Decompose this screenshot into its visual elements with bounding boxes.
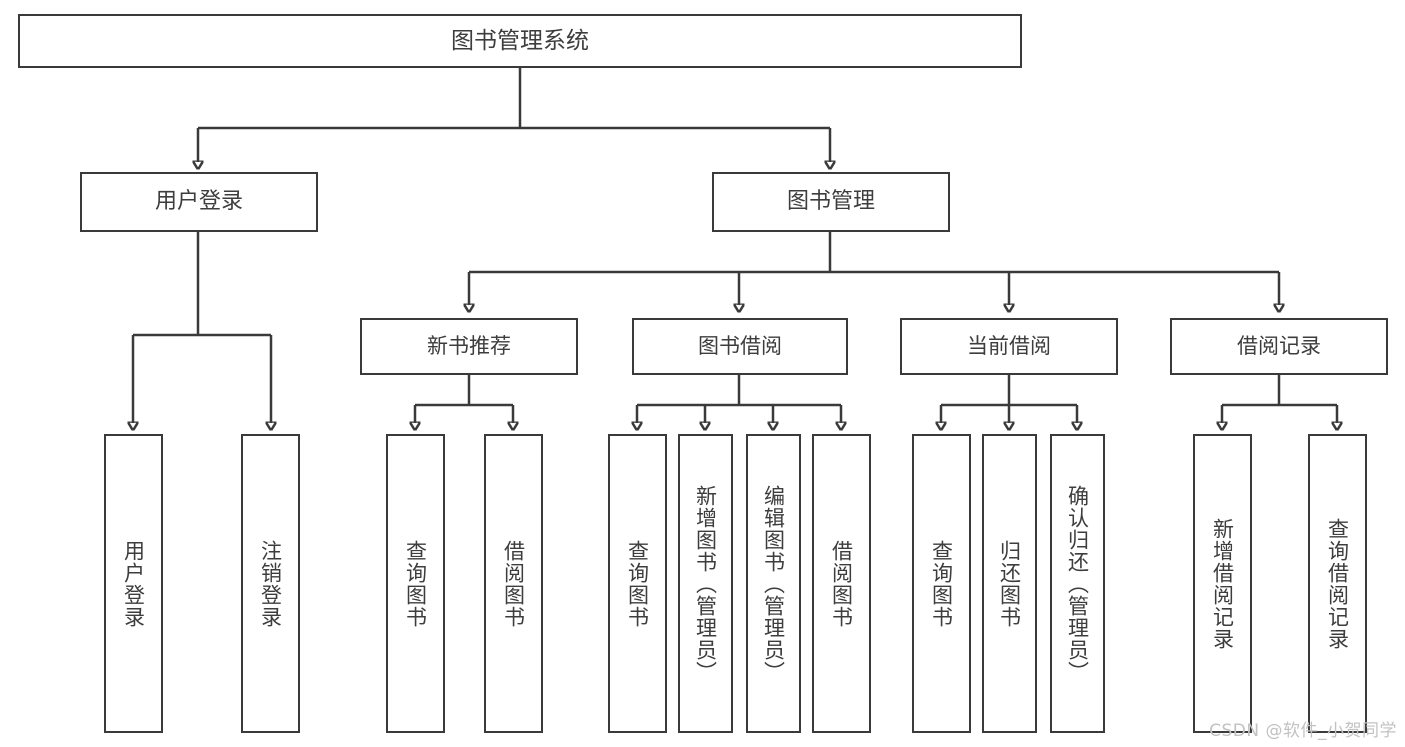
leaf-query-borrow-record[interactable]: 查询借阅记录 (1308, 434, 1367, 733)
node-label: 图书管理系统 (451, 27, 589, 54)
node-label: 查询图书 (403, 539, 428, 628)
leaf-query-book-current[interactable]: 查询图书 (912, 434, 971, 733)
leaf-user-login[interactable]: 用户登录 (104, 434, 163, 733)
node-label: 图书借阅 (698, 334, 782, 359)
node-book-management[interactable]: 图书管理 (712, 172, 950, 232)
node-label: 查询借阅记录 (1325, 517, 1350, 650)
node-new-book-recommend[interactable]: 新书推荐 (360, 318, 578, 375)
node-label: 借阅记录 (1237, 334, 1321, 359)
node-borrow-record[interactable]: 借阅记录 (1170, 318, 1388, 375)
leaf-query-book-borrow[interactable]: 查询图书 (608, 434, 667, 733)
node-label: 新增借阅记录 (1210, 517, 1235, 650)
node-label: 用户登录 (154, 189, 243, 215)
node-current-borrow[interactable]: 当前借阅 (900, 318, 1118, 375)
leaf-query-book-recommend[interactable]: 查询图书 (386, 434, 445, 733)
node-label: 归还图书 (997, 539, 1022, 628)
node-label: 注销登录 (258, 539, 283, 628)
node-label: 确认归还（管理员） (1065, 484, 1090, 683)
node-label: 新增图书（管理员） (693, 484, 718, 683)
node-label: 查询图书 (929, 539, 954, 628)
node-root-book-management-system[interactable]: 图书管理系统 (18, 14, 1022, 68)
leaf-return-book[interactable]: 归还图书 (982, 434, 1037, 733)
node-label: 图书管理 (786, 189, 875, 215)
node-label: 借阅图书 (501, 539, 526, 628)
node-label: 编辑图书（管理员） (761, 484, 786, 683)
leaf-borrow-book-recommend[interactable]: 借阅图书 (484, 434, 543, 733)
leaf-confirm-return-admin[interactable]: 确认归还（管理员） (1050, 434, 1105, 733)
leaf-borrow-book[interactable]: 借阅图书 (812, 434, 871, 733)
node-label: 新书推荐 (427, 334, 511, 359)
node-label: 查询图书 (625, 539, 650, 628)
node-label: 借阅图书 (829, 539, 854, 628)
node-label: 用户登录 (121, 539, 146, 628)
leaf-add-borrow-record[interactable]: 新增借阅记录 (1193, 434, 1252, 733)
node-book-borrow[interactable]: 图书借阅 (632, 318, 848, 375)
watermark: CSDN @软件_小贺同学 (1209, 721, 1397, 741)
node-user-login[interactable]: 用户登录 (80, 172, 318, 232)
leaf-logout[interactable]: 注销登录 (241, 434, 300, 733)
leaf-add-book-admin[interactable]: 新增图书（管理员） (678, 434, 733, 733)
node-label: 当前借阅 (967, 334, 1051, 359)
leaf-edit-book-admin[interactable]: 编辑图书（管理员） (746, 434, 801, 733)
